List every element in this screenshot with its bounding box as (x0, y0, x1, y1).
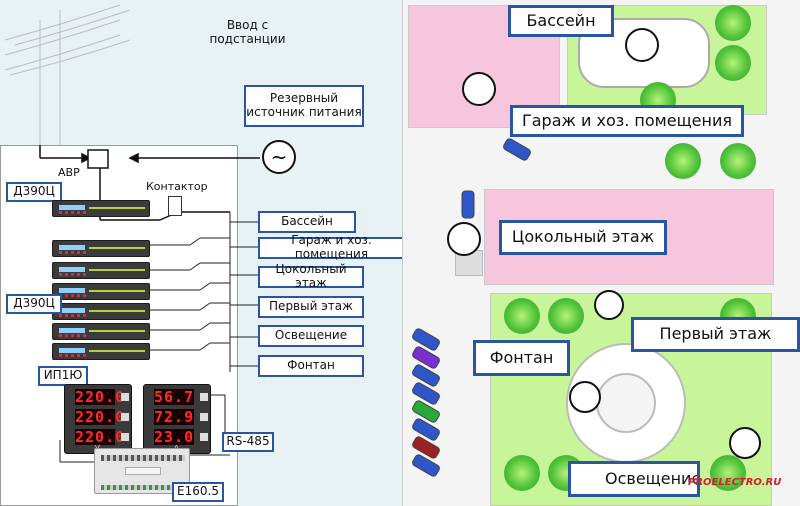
feeder-fountain-label: Фонтан (258, 355, 364, 377)
d390c-meter-5 (52, 323, 150, 340)
tree-icon (715, 5, 751, 41)
tree-icon (715, 45, 751, 81)
map-garage-label: Гараж и хоз. помещения (510, 105, 744, 137)
sensor-circle (447, 222, 481, 256)
substation-input-label: Ввод с подстанции (209, 18, 286, 46)
e160-label: Е160.5 (172, 482, 224, 502)
voltage-display-3: 220.0 (75, 428, 126, 446)
d390c-meter-main (52, 200, 150, 217)
sensor-circle (625, 28, 659, 62)
d390c-group-label: Д390Ц (6, 294, 62, 314)
current-display-2: 72.9 (154, 408, 195, 426)
tree-icon (720, 143, 756, 179)
map-basement-label: Цокольный этаж (499, 220, 667, 255)
tree-icon (504, 455, 540, 491)
tree-icon (665, 143, 701, 179)
tree-icon (710, 455, 746, 491)
contactor-label: Контактор (146, 180, 208, 193)
map-lighting-label: Освещение (568, 461, 700, 497)
map-first-floor-label: Первый этаж (631, 317, 800, 352)
sensor-circle (729, 427, 761, 459)
sensor-circle (594, 290, 624, 320)
sensor-circle (462, 72, 496, 106)
generator-symbol: ~ (270, 145, 288, 169)
voltage-display-2: 220.0 (75, 408, 126, 426)
current-display-3: 23.0 (154, 428, 195, 446)
d390c-meter-1 (52, 240, 150, 257)
current-display-1: 56.7 (154, 388, 195, 406)
tree-icon (504, 298, 540, 334)
d390c-meter-6 (52, 343, 150, 360)
contactor-icon (168, 196, 182, 216)
feeder-first-floor-label: Первый этаж (258, 296, 364, 318)
d390c-top-label: Д390Ц (6, 182, 62, 202)
feeder-pool-label: Бассейн (258, 211, 356, 233)
avr-label: АВР (58, 166, 80, 179)
e160-device (94, 448, 190, 494)
feeder-garage-label: Гараж и хоз. помещения (258, 233, 405, 261)
d390c-meter-4 (52, 303, 150, 320)
map-fountain-label: Фонтан (473, 340, 570, 376)
ip1u-label: ИП1Ю (38, 366, 88, 386)
feeder-lighting-label: Освещение (258, 325, 364, 347)
sensor-circle (569, 381, 601, 413)
watermark-logo: PROELECTRO.RU (688, 477, 782, 488)
feeder-basement-label: Цокольный этаж (258, 262, 364, 290)
reserve-source-label: Резервный источник питания (244, 85, 364, 127)
d390c-meter-3 (52, 283, 150, 300)
power-lines-icon (4, 4, 131, 145)
map-pool-label: Бассейн (508, 5, 614, 37)
voltage-meter: 220.0 220.0 220.0 V (64, 384, 132, 454)
generator-icon: ~ (262, 140, 296, 174)
d390c-meter-2 (52, 262, 150, 279)
current-meter: 56.7 72.9 23.0 A (143, 384, 211, 454)
voltage-display-1: 220.0 (75, 388, 126, 406)
tree-icon (548, 298, 584, 334)
car-icon (461, 190, 475, 219)
rs485-label: RS-485 (222, 432, 274, 452)
